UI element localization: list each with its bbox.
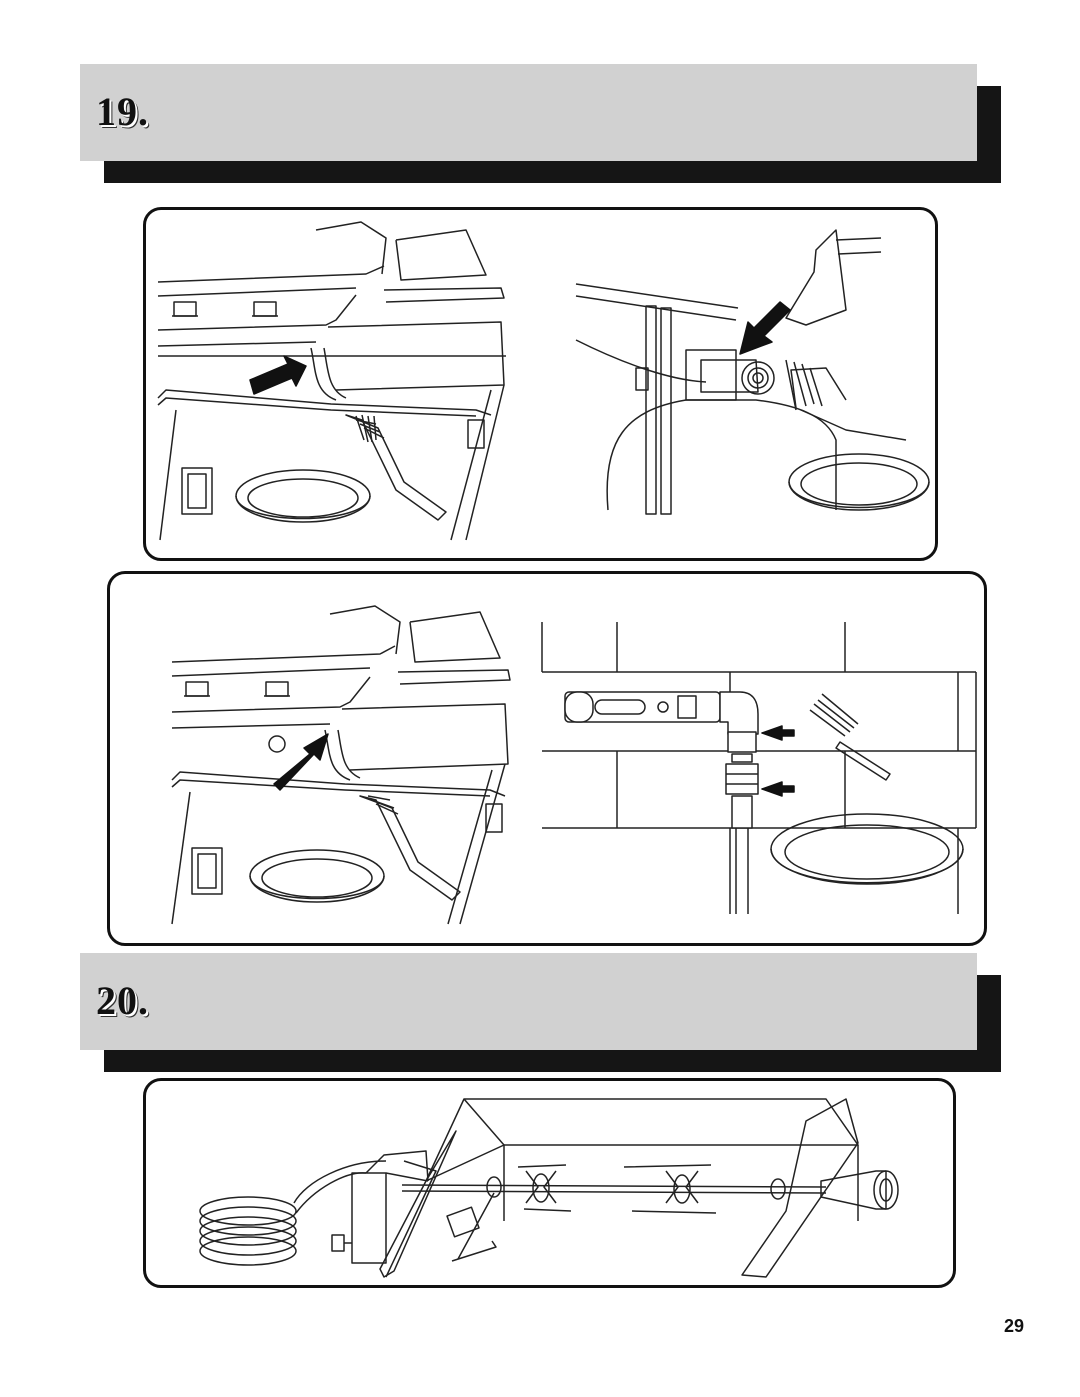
step-19-banner: 19. <box>80 64 1001 183</box>
spit-fork-right <box>623 1164 717 1214</box>
illustration-panel-rotisserie <box>143 1078 956 1288</box>
page-number: 29 <box>1004 1316 1025 1336</box>
wall-gas-connection-drawing <box>541 622 977 914</box>
illustration-panel-natural-gas <box>107 571 987 946</box>
banner-face: 20. <box>80 953 977 1050</box>
grill-valve-drawing <box>171 605 511 925</box>
illustration-panel-tank <box>143 207 938 561</box>
grill-valve-drawing <box>157 221 506 541</box>
step-20-banner: 20. <box>80 953 1001 1072</box>
banner-face: 19. <box>80 64 977 161</box>
step-number: 19. <box>96 89 149 134</box>
step-number: 20. <box>96 978 149 1023</box>
tank-regulator-drawing <box>575 229 930 515</box>
rotisserie-kit-drawing <box>199 1098 899 1278</box>
spit-fork-left <box>517 1164 572 1212</box>
